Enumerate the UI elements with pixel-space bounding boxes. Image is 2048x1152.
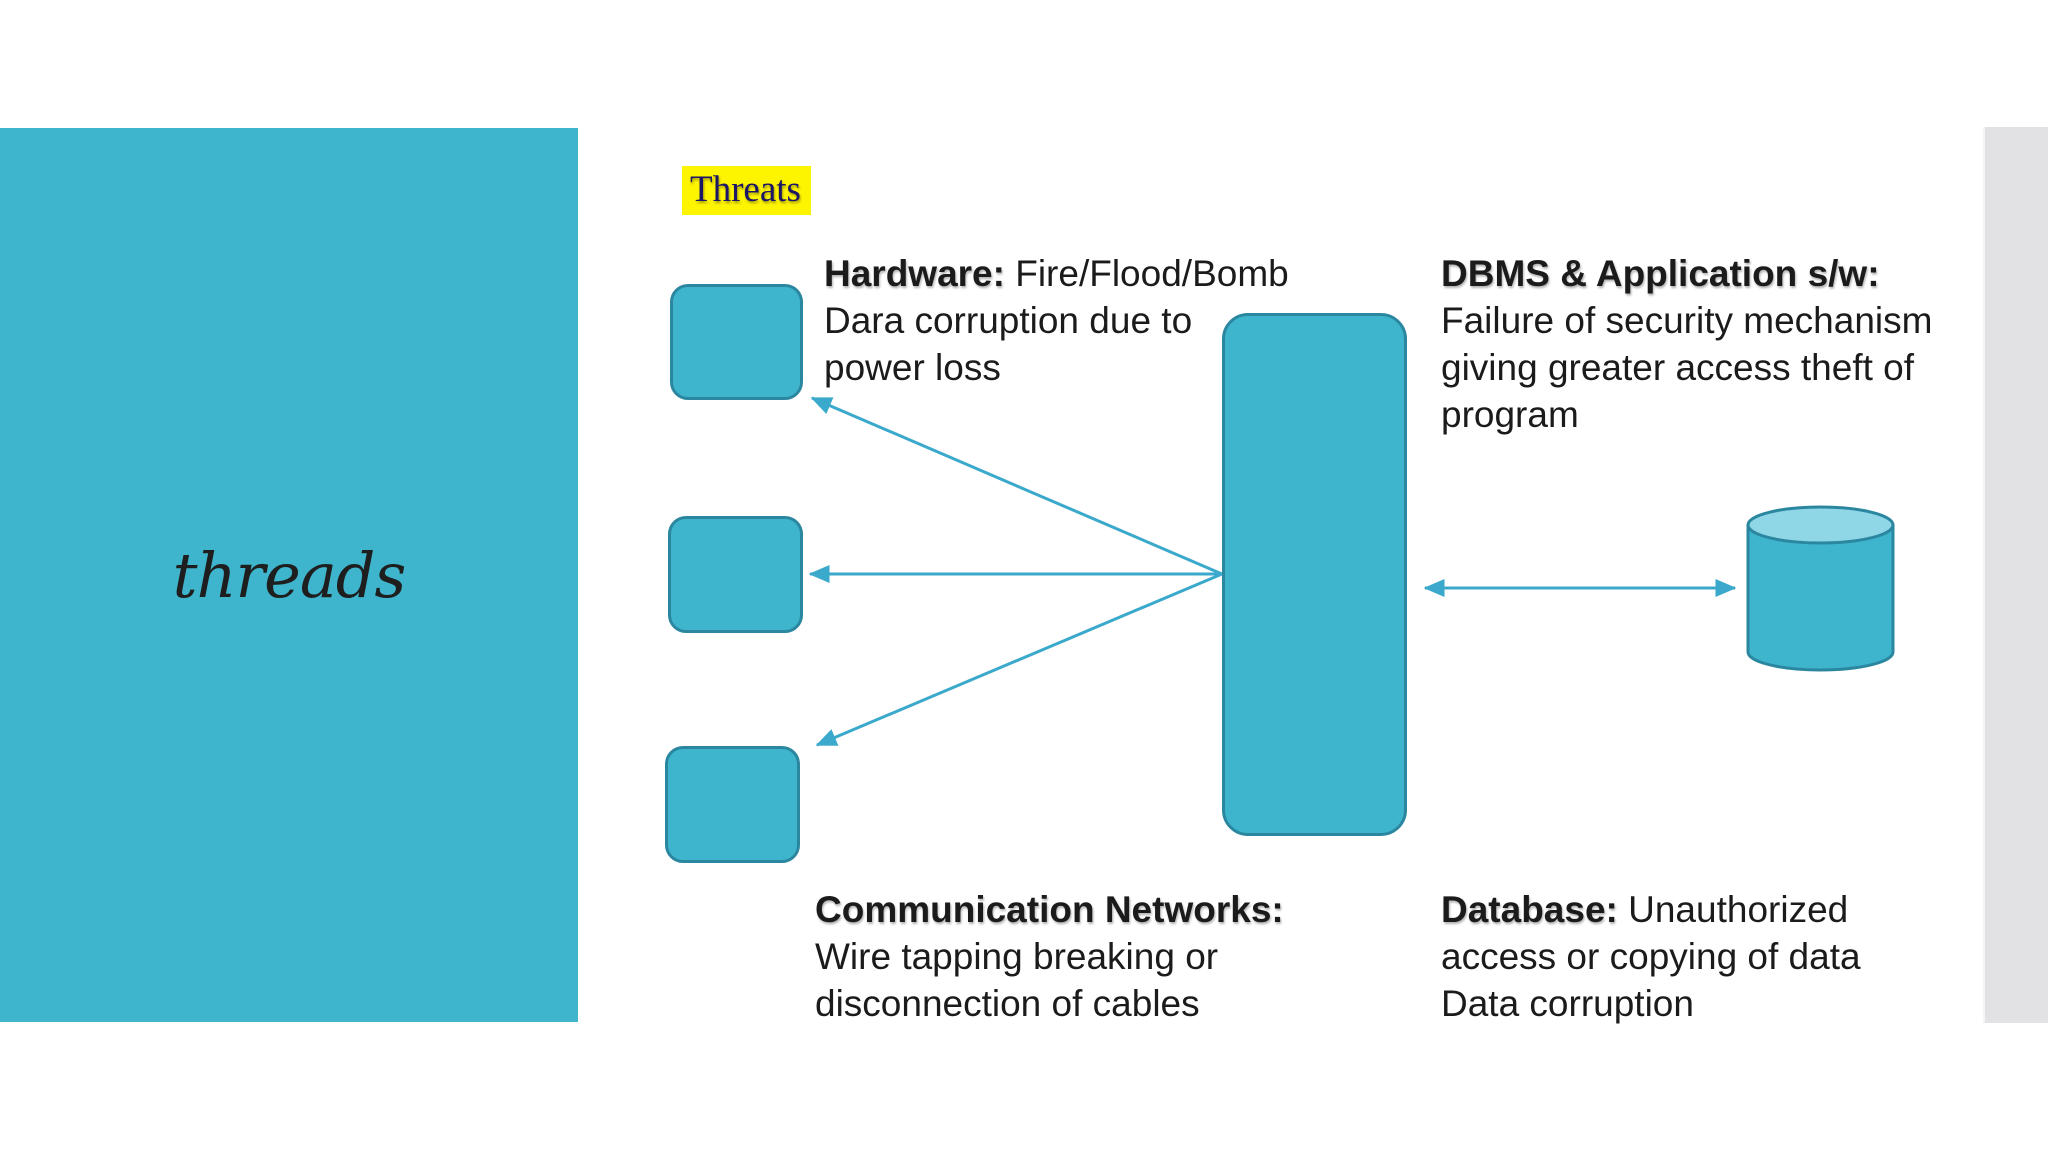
- database-annotation-line2: access or copying of data: [1441, 936, 1861, 977]
- dbms-annotation-line4: program: [1441, 394, 1579, 435]
- arrow-to-network-node: [815, 572, 1223, 747]
- communication-annotation-line1: Communication Networks:: [815, 886, 1284, 933]
- dbms-annotation-line1: DBMS & Application s/w:: [1441, 250, 1932, 297]
- hardware-annotation: Hardware: Fire/Flood/Bomb Dara corruptio…: [824, 250, 1289, 391]
- middle-node-shape: [668, 516, 803, 633]
- system-box-shape: [1222, 313, 1407, 836]
- hardware-annotation-line2: Dara corruption due to: [824, 300, 1193, 341]
- database-cylinder-icon: [1746, 505, 1895, 672]
- hardware-annotation-label: Hardware:: [824, 253, 1005, 294]
- database-annotation-line3: Data corruption: [1441, 983, 1694, 1024]
- database-annotation-label: Database:: [1441, 889, 1618, 930]
- communication-annotation-line2: Wire tapping breaking or: [815, 936, 1219, 977]
- dbms-annotation-line3: giving greater access theft of: [1441, 347, 1915, 388]
- communication-annotation-label: Communication Networks:: [815, 889, 1284, 930]
- communication-annotation-line3: disconnection of cables: [815, 983, 1200, 1024]
- arrow-to-hardware-node: [810, 396, 1223, 576]
- database-annotation: Database: Unauthorized access or copying…: [1441, 886, 1861, 1027]
- dbms-annotation-line2: Failure of security mechanism: [1441, 300, 1933, 341]
- side-panel-label: threads: [172, 538, 407, 612]
- dbms-annotation-label: DBMS & Application s/w:: [1441, 253, 1880, 294]
- next-slide-strip: [1983, 127, 2048, 1023]
- hardware-annotation-line3: power loss: [824, 347, 1001, 388]
- left-side-panel: threads: [0, 128, 578, 1022]
- database-annotation-line1: Database: Unauthorized: [1441, 889, 1849, 930]
- dbms-annotation: DBMS & Application s/w: Failure of secur…: [1441, 250, 1932, 438]
- hardware-annotation-line1: Hardware: Fire/Flood/Bomb: [824, 253, 1289, 294]
- network-node-shape: [665, 746, 800, 863]
- slide-title-text: Threats: [690, 169, 801, 210]
- communication-annotation: Communication Networks: Wire tapping bre…: [815, 886, 1284, 1027]
- slide-title: Threats: [682, 166, 811, 215]
- hardware-node-shape: [670, 284, 803, 400]
